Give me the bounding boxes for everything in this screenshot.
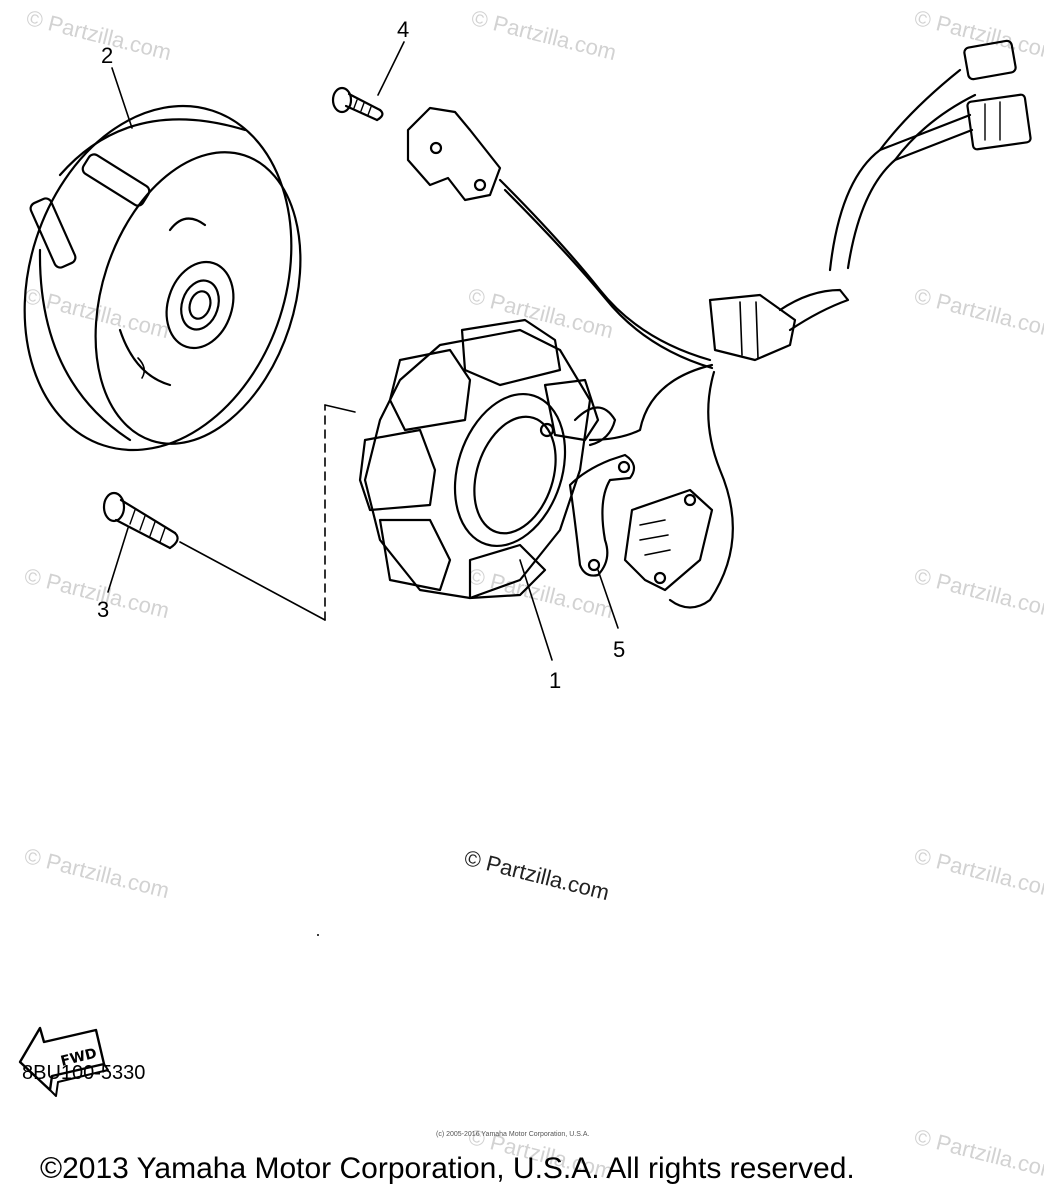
pickup-coil (406, 106, 714, 370)
diagram-code: 8BU100-5330 (22, 1062, 146, 1084)
screw-part4 (331, 86, 384, 122)
callout-part5: 5 (613, 637, 626, 662)
bolt-part3 (102, 491, 179, 550)
bracket-part5 (568, 453, 636, 577)
wire-harness (588, 39, 1032, 609)
callout-part4: 4 (397, 17, 410, 42)
flywheel-rotor (23, 104, 302, 452)
tiny-copyright: (c) 2005-2016 Yamaha Motor Corporation, … (436, 1131, 590, 1138)
stator-assembly (358, 318, 617, 600)
copyright-notice: ©2013 Yamaha Motor Corporation, U.S.A. A… (40, 1152, 855, 1185)
callout-part2: 2 (101, 43, 114, 68)
leader-lines (107, 41, 619, 661)
callout-part1: 1 (549, 668, 562, 693)
lower-pickup-coil (623, 488, 714, 592)
alignment-lines (179, 404, 356, 621)
callout-part3: 3 (97, 597, 110, 622)
